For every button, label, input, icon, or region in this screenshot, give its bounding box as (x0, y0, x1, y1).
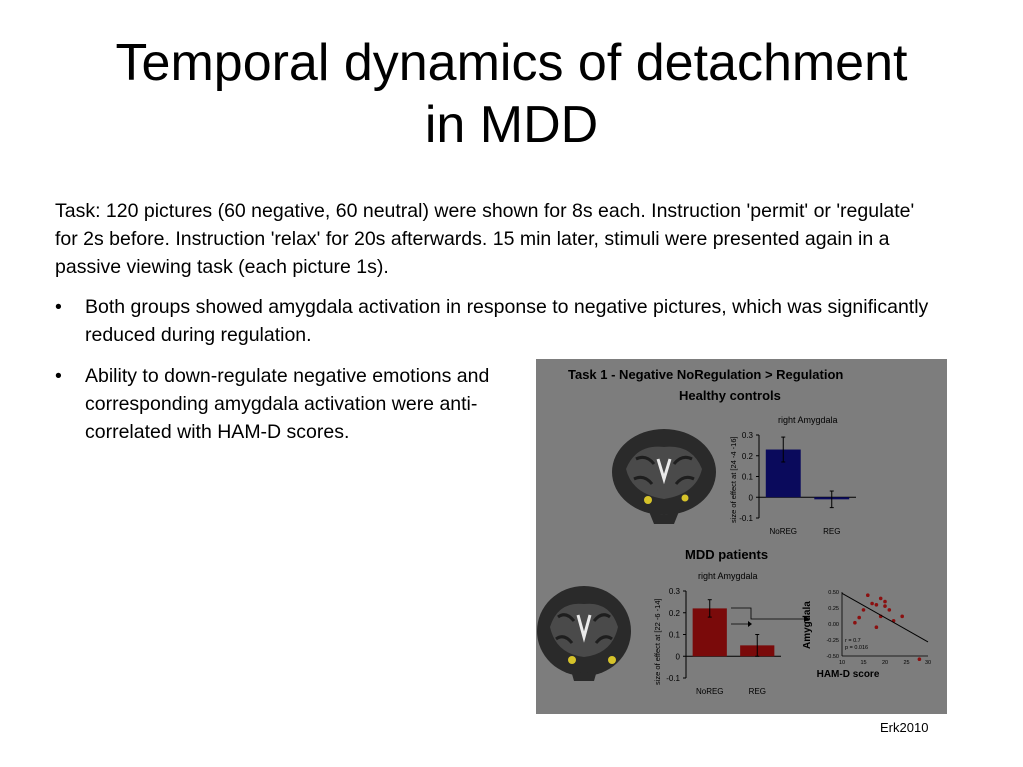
regression-line (841, 592, 929, 643)
title-line-1: Temporal dynamics of detachment (115, 34, 908, 92)
chart-subtitle: right Amygdala (778, 415, 838, 425)
chart-subtitle: right Amygdala (698, 571, 758, 581)
results-figure: Task 1 - Negative NoRegulation > Regulat… (536, 359, 947, 714)
title-line-2: in MDD (424, 96, 599, 154)
y-tick-label: -0.1 (666, 674, 680, 683)
y-axis-label: Amygdala (802, 601, 813, 649)
y-tick-label: -0.1 (739, 514, 753, 523)
scatter-point (883, 599, 887, 604)
bullet-text: Both groups showed amygdala activation i… (85, 296, 929, 346)
y-tick-label: 0.50 (828, 590, 839, 596)
x-axis-label: HAM-D score (817, 669, 880, 680)
x-tick-label: 30 (925, 660, 931, 666)
x-tick-label: 25 (903, 660, 909, 666)
scatter-point (857, 615, 861, 620)
stat-annotation: r = 0.7 (845, 638, 861, 644)
scatter-point (883, 604, 887, 608)
y-tick-label: 0.2 (669, 609, 681, 618)
x-tick-label: REG (823, 527, 840, 536)
chart-title: Healthy controls (679, 388, 781, 403)
scatter-point (887, 608, 892, 612)
stat-annotation: p = 0.016 (845, 645, 868, 651)
figure-canvas: Task 1 - Negative NoRegulation > Regulat… (537, 367, 931, 696)
brain-scan-mdd-icon (537, 586, 631, 681)
scatter-point (870, 601, 874, 606)
figure-header: Task 1 - Negative NoRegulation > Regulat… (568, 367, 843, 382)
scatter-point (853, 620, 857, 625)
x-tick-label: 10 (839, 660, 845, 666)
slide-title: Temporal dynamics of detachment in MDD (0, 32, 1023, 156)
brain-scan-healthy-icon (612, 429, 716, 524)
y-tick-label: 0.1 (742, 473, 754, 482)
x-tick-label: 20 (882, 660, 888, 666)
x-tick-label: NoREG (696, 687, 724, 696)
y-tick-label: 0.1 (669, 631, 681, 640)
y-tick-label: 0.3 (742, 431, 754, 440)
y-tick-label: 0.25 (828, 606, 839, 612)
bullet-symbol: • (55, 365, 62, 387)
y-tick-label: 0 (749, 493, 754, 502)
y-axis-label: size of effect at [24 -4 -16] (729, 436, 738, 523)
scatter-point (861, 608, 866, 612)
x-tick-label: NoREG (769, 527, 797, 536)
y-tick-label: -0.25 (826, 638, 839, 644)
x-tick-label: 15 (860, 660, 866, 666)
y-tick-label: 0.3 (669, 587, 681, 596)
y-axis-label: size of effect at [22 -6 -14] (653, 598, 662, 685)
connector-arrow (731, 607, 810, 627)
hamd-scatter-chart: HAM-D score Amygdala 0.50 0.25 0.00 -0.25 -0… (802, 590, 931, 680)
task-description: Task: 120 pictures (60 negative, 60 neut… (55, 200, 915, 278)
mdd-patients-chart: MDD patients right Amygdala size of effe… (653, 547, 781, 696)
bullet-symbol: • (55, 296, 62, 318)
scatter-point (866, 593, 870, 597)
bullet-text: Ability to down-regulate negative emotio… (85, 365, 490, 443)
scatter-point (878, 596, 883, 601)
y-tick-label: 0.00 (828, 622, 839, 628)
y-tick-label: 0.2 (742, 452, 754, 461)
x-tick-label: REG (749, 687, 766, 696)
citation: Erk2010 (880, 720, 929, 735)
y-tick-label: 0 (676, 652, 681, 661)
scatter-point (900, 614, 904, 619)
scatter-point (874, 625, 879, 629)
scatter-point (874, 603, 879, 607)
healthy-controls-chart: Healthy controls right Amygdala size of … (679, 388, 856, 536)
chart-title: MDD patients (685, 547, 768, 562)
scatter-point (917, 657, 922, 661)
y-tick-label: -0.50 (826, 654, 839, 660)
